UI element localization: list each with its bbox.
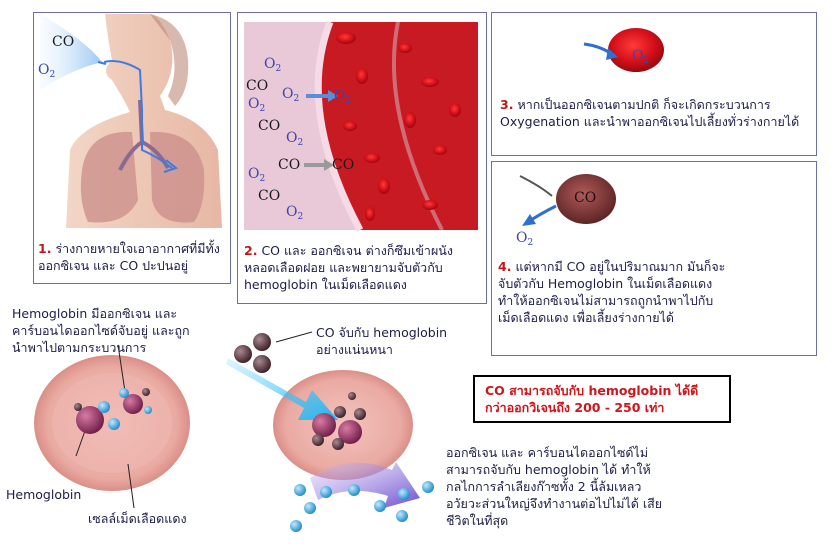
- panel-4: [491, 161, 817, 356]
- hemoglobin-label: Hemoglobin: [6, 487, 82, 502]
- o2-label: O2: [248, 166, 266, 184]
- panel-2: [237, 12, 487, 304]
- co-label: CO: [574, 190, 597, 206]
- panel-1: [33, 12, 231, 284]
- red-blood-cell-right: [226, 331, 434, 532]
- panel-4-caption: 4.แต่หากมี CO อยู่ในปริมาณมาก มันก็จะจับ…: [498, 259, 726, 325]
- co-binds-hemoglobin-label: CO จับกับ hemoglobin อย่างแน่นหนา: [316, 325, 448, 357]
- red-blood-cell-label: เซลล์เม็ดเลือดแดง: [88, 511, 187, 526]
- co-label: CO: [332, 157, 355, 173]
- co-label: CO: [258, 188, 281, 204]
- co-label: CO: [278, 157, 301, 173]
- panel-2-caption: 2.CO และ ออกซิเจน ต่างก็ซึมเข้าผนังหลอดเ…: [244, 243, 453, 292]
- oxygenated-rbc-illustration: [583, 28, 664, 72]
- blood-vessel-illustration: [244, 20, 478, 232]
- o2-label: O2: [38, 62, 56, 80]
- human-body-illustration: [40, 14, 222, 228]
- gas-transport-failure-note: ออกซิเจน และ คาร์บอนไดออกไซด์ไม่สามารถจั…: [446, 445, 663, 528]
- o2-label: O2: [264, 56, 282, 74]
- panel-3-caption: 3.หากเป็นออกซิเจนตามปกติ ก็จะเกิดกระบวนก…: [500, 97, 800, 129]
- o2-label: O2: [248, 96, 266, 114]
- red-blood-cell-left: [34, 344, 190, 509]
- o2-label: O2: [282, 86, 300, 104]
- o2-label: O2: [334, 88, 352, 106]
- o2-label: O2: [516, 230, 534, 248]
- o2-label: O2: [286, 130, 304, 148]
- co-label: CO: [52, 34, 75, 50]
- hemoglobin-description: Hemoglobin มีออกซิเจน และคาร์บอนไดออกไซด…: [12, 306, 190, 355]
- co-label: CO: [258, 118, 281, 134]
- o2-label: O2: [632, 48, 650, 66]
- co-label: CO: [246, 78, 269, 94]
- co-bound-rbc-illustration: [519, 174, 616, 226]
- panel-3: [491, 12, 817, 156]
- panel-1-caption: 1.ร่างกายหายใจเอาอากาศที่มีทั้งออกซิเจน …: [38, 241, 220, 273]
- affinity-callout: CO สามารถจับกับ hemoglobin ได้ดีกว่าออกว…: [473, 375, 731, 423]
- o2-label: O2: [286, 204, 304, 222]
